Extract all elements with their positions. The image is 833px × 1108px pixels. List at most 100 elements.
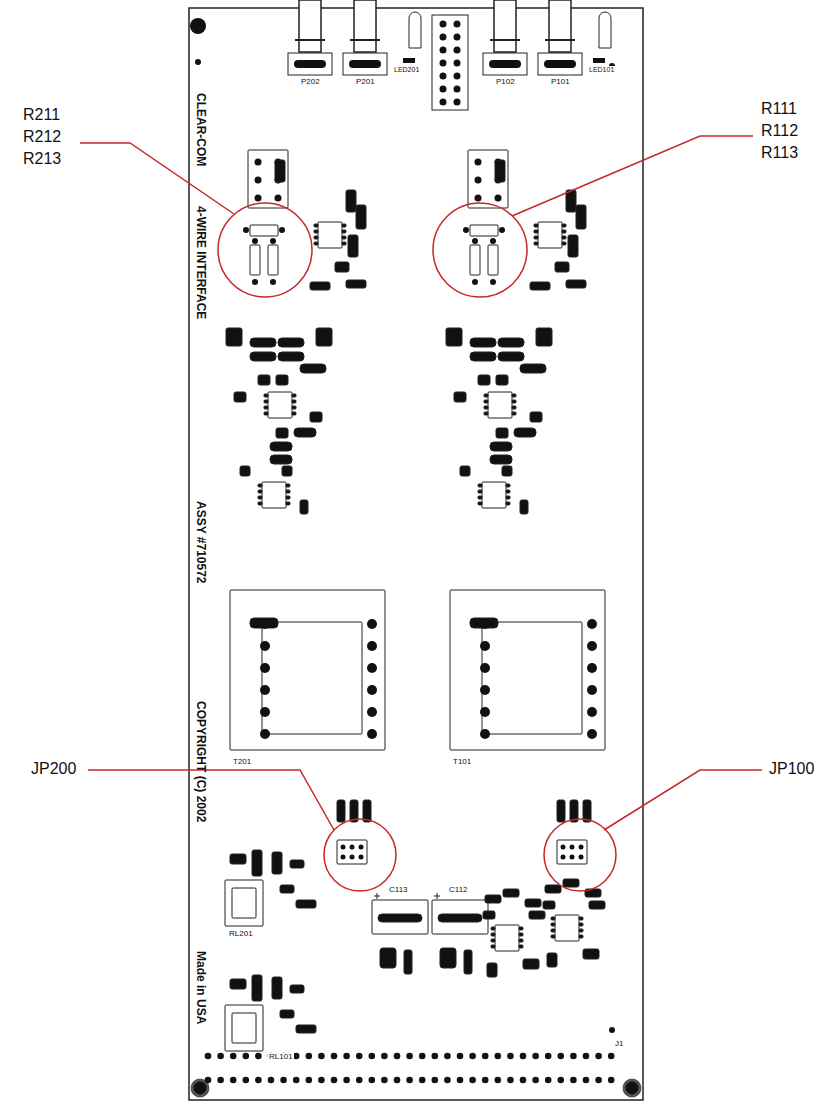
smd-part [525,899,541,907]
smd-resistor [490,442,512,451]
smd-resistor [470,338,496,347]
smd-resistor [294,428,316,437]
smd-part [296,1025,316,1033]
relay-body [232,888,256,918]
part-ref: P202 [300,78,321,87]
ic-package [538,222,562,248]
fiducial [195,59,201,65]
bnc-pad [349,60,381,68]
connector-pin [469,1053,476,1060]
bnc-footprint [483,53,527,75]
pad [480,729,490,739]
smd-resistor [250,338,276,347]
connector-pin [419,1077,426,1084]
smd-part [487,963,497,977]
ic-pin [478,496,482,499]
smd-part [545,885,561,893]
connector-pin [318,1053,325,1060]
callout-label: JP100 [768,760,815,778]
connector-pin [243,1053,250,1060]
connector-pin [520,1077,527,1084]
bnc-body [549,0,571,52]
callout-leaders [80,136,762,891]
ic-pin [314,224,318,227]
callout-label: R113 [760,144,799,162]
electrolytic-cap [432,900,488,934]
ic-pin [519,933,523,936]
pad [367,729,377,739]
part-ref: T101 [452,758,472,767]
smd-cap [310,412,322,422]
leader-line [512,136,753,216]
ic-pin [264,400,268,403]
smd-cap [496,375,508,385]
connector-pin [432,1053,439,1060]
smd-part [589,901,605,909]
connector-pin [306,1053,313,1060]
callout-circle [324,819,396,891]
diode [440,948,456,968]
connector-pin [457,1077,464,1084]
ic-pin [512,406,516,409]
pad [270,279,276,285]
callout-label: R212 [22,128,62,146]
leader-line [88,770,334,830]
smd-resistor [498,352,524,361]
ic-package [488,392,512,418]
cap-lead [438,914,482,922]
transformer-outline [450,590,605,750]
part-ref: RL201 [228,930,254,939]
pad [480,685,490,695]
smd-part [555,262,569,272]
smd-resistor [470,352,496,361]
pad [260,641,270,651]
part-ref: T201 [232,758,252,767]
connector-pin [532,1053,539,1060]
diode [380,948,396,968]
transformer-core [262,622,362,734]
connector-pin [558,1053,565,1060]
part-ref: LED101 [588,66,615,74]
smd-part [252,850,262,876]
header-pin [440,47,447,54]
connector-pin [558,1077,565,1084]
ic-pin [258,484,262,487]
smd-resistor [270,442,292,451]
connector-pin [495,1077,502,1084]
callout-label: R213 [22,150,62,168]
pin-header [432,15,468,110]
connector-pin [230,1077,237,1084]
pad [472,279,478,285]
smd-cap [454,392,466,402]
ic-pin [292,412,296,415]
bnc-pad [489,60,521,68]
pad [495,195,502,202]
pad [499,227,505,233]
ic-pin [314,242,318,245]
callout-circle [218,203,312,297]
connector-pin [495,1053,502,1060]
ic-pin [512,412,516,415]
smd-resistor [498,338,524,347]
ic-pin [519,927,523,930]
pad [260,663,270,673]
connector-pin [520,1053,527,1060]
connector-pin [331,1077,338,1084]
smd-cap [530,412,542,422]
smd-part [356,205,366,229]
connector-pin [595,1077,602,1084]
smd-part [272,852,282,874]
pad [367,663,377,673]
ic-pin [562,230,566,233]
header-pin [454,73,461,80]
pad [480,663,490,673]
ic-pin [264,406,268,409]
connector-pin [205,1053,212,1060]
ic-pin [264,394,268,397]
silkscreen-text: Made in USA [194,950,207,1025]
ic-package [262,482,286,508]
pad [275,195,282,202]
ic-pin [491,939,495,942]
